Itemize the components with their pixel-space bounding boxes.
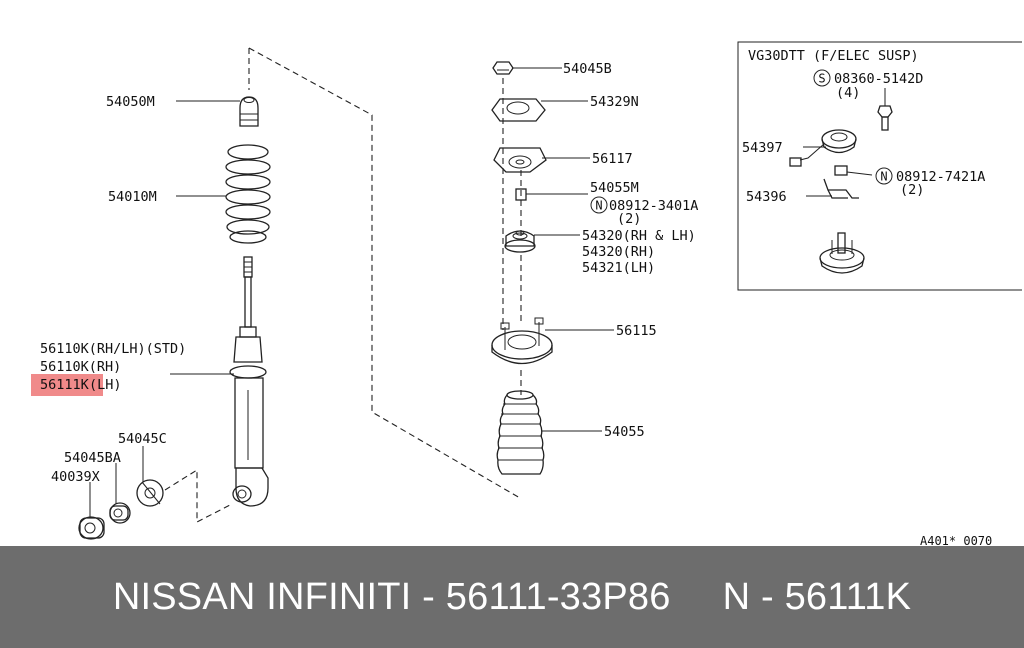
label-56111k-lh: (LH) (89, 377, 122, 393)
label-54396: 54396 (746, 189, 787, 205)
label-54050m: 54050M (106, 94, 155, 110)
label-08912-3401a: 08912-3401A (609, 198, 698, 214)
insulator-54320 (504, 230, 536, 253)
label-56111k[interactable]: 56111K (40, 377, 90, 393)
label-54010m: 54010M (108, 189, 157, 205)
label-40039x: 40039X (51, 469, 100, 485)
svg-text:N: N (595, 199, 602, 213)
label-54055m: 54055M (590, 180, 639, 196)
dashed-guide-bottom (164, 469, 231, 523)
part-highlight (31, 374, 103, 396)
inset-strut-top (819, 232, 865, 274)
inset-bolt (877, 105, 893, 131)
label-qty-4: (4) (836, 85, 860, 101)
reference-code: A401* 0070 (920, 534, 992, 546)
footer-ref-part: N - 56111K (722, 575, 912, 618)
label-qty-2a: (2) (617, 211, 641, 227)
nut-40039x (78, 516, 105, 540)
label-54320-rh: 54320(RH) (582, 244, 655, 260)
svg-text:N: N (880, 170, 887, 184)
circled-n-symbol-1: N (590, 196, 608, 214)
bushing-54045ba (109, 502, 131, 524)
bump-stop-part (239, 96, 259, 127)
parts-diagram: N S N 54050M 54010M 56110K(RH/LH)(STD) 5… (31, 41, 1022, 546)
label-qty-2b: (2) (900, 182, 924, 198)
footer-banner: NISSAN INFINITI - 56111-33P86 N - 56111K (0, 546, 1024, 648)
label-56110k-std: 56110K(RH/LH)(STD) (40, 341, 186, 357)
leader-lines (89, 67, 886, 517)
label-54320-rhlh: 54320(RH & LH) (582, 228, 696, 244)
coil-spring-part (225, 144, 271, 244)
label-54321-lh: 54321(LH) (582, 260, 655, 276)
label-54045b: 54045B (563, 61, 612, 77)
inset-frame (737, 41, 1022, 291)
spring-seat-56115 (491, 317, 553, 365)
svg-text:S: S (818, 72, 825, 86)
label-56117: 56117 (592, 151, 633, 167)
mount-plate-54329n (491, 98, 546, 122)
inset-nut (834, 165, 848, 176)
label-54397: 54397 (742, 140, 783, 156)
label-08360-5142d: 08360-5142D (834, 71, 923, 87)
circled-s-symbol: S (813, 69, 831, 87)
label-54055: 54055 (604, 424, 645, 440)
inset-title: VG30DTT (F/ELEC SUSP) (748, 48, 919, 64)
nut-54045b (492, 61, 514, 75)
dust-boot-54055 (496, 390, 545, 475)
label-54329n: 54329N (590, 94, 639, 110)
mount-56117 (493, 147, 547, 173)
footer-brand-part: NISSAN INFINITI - 56111-33P86 (112, 575, 671, 618)
washer-54045c (136, 479, 164, 507)
label-08912-7421a: 08912-7421A (896, 169, 985, 185)
inset-actuator-54397 (789, 129, 857, 167)
shock-absorber-part (229, 256, 269, 507)
label-56115: 56115 (616, 323, 657, 339)
circled-n-symbol-2: N (875, 167, 893, 185)
dashed-guide-left (248, 47, 521, 499)
label-56110k-rh: 56110K(RH) (40, 359, 121, 375)
label-54045ba: 54045BA (64, 450, 121, 466)
label-54045c: 54045C (118, 431, 167, 447)
inset-bracket-54396 (823, 178, 859, 199)
